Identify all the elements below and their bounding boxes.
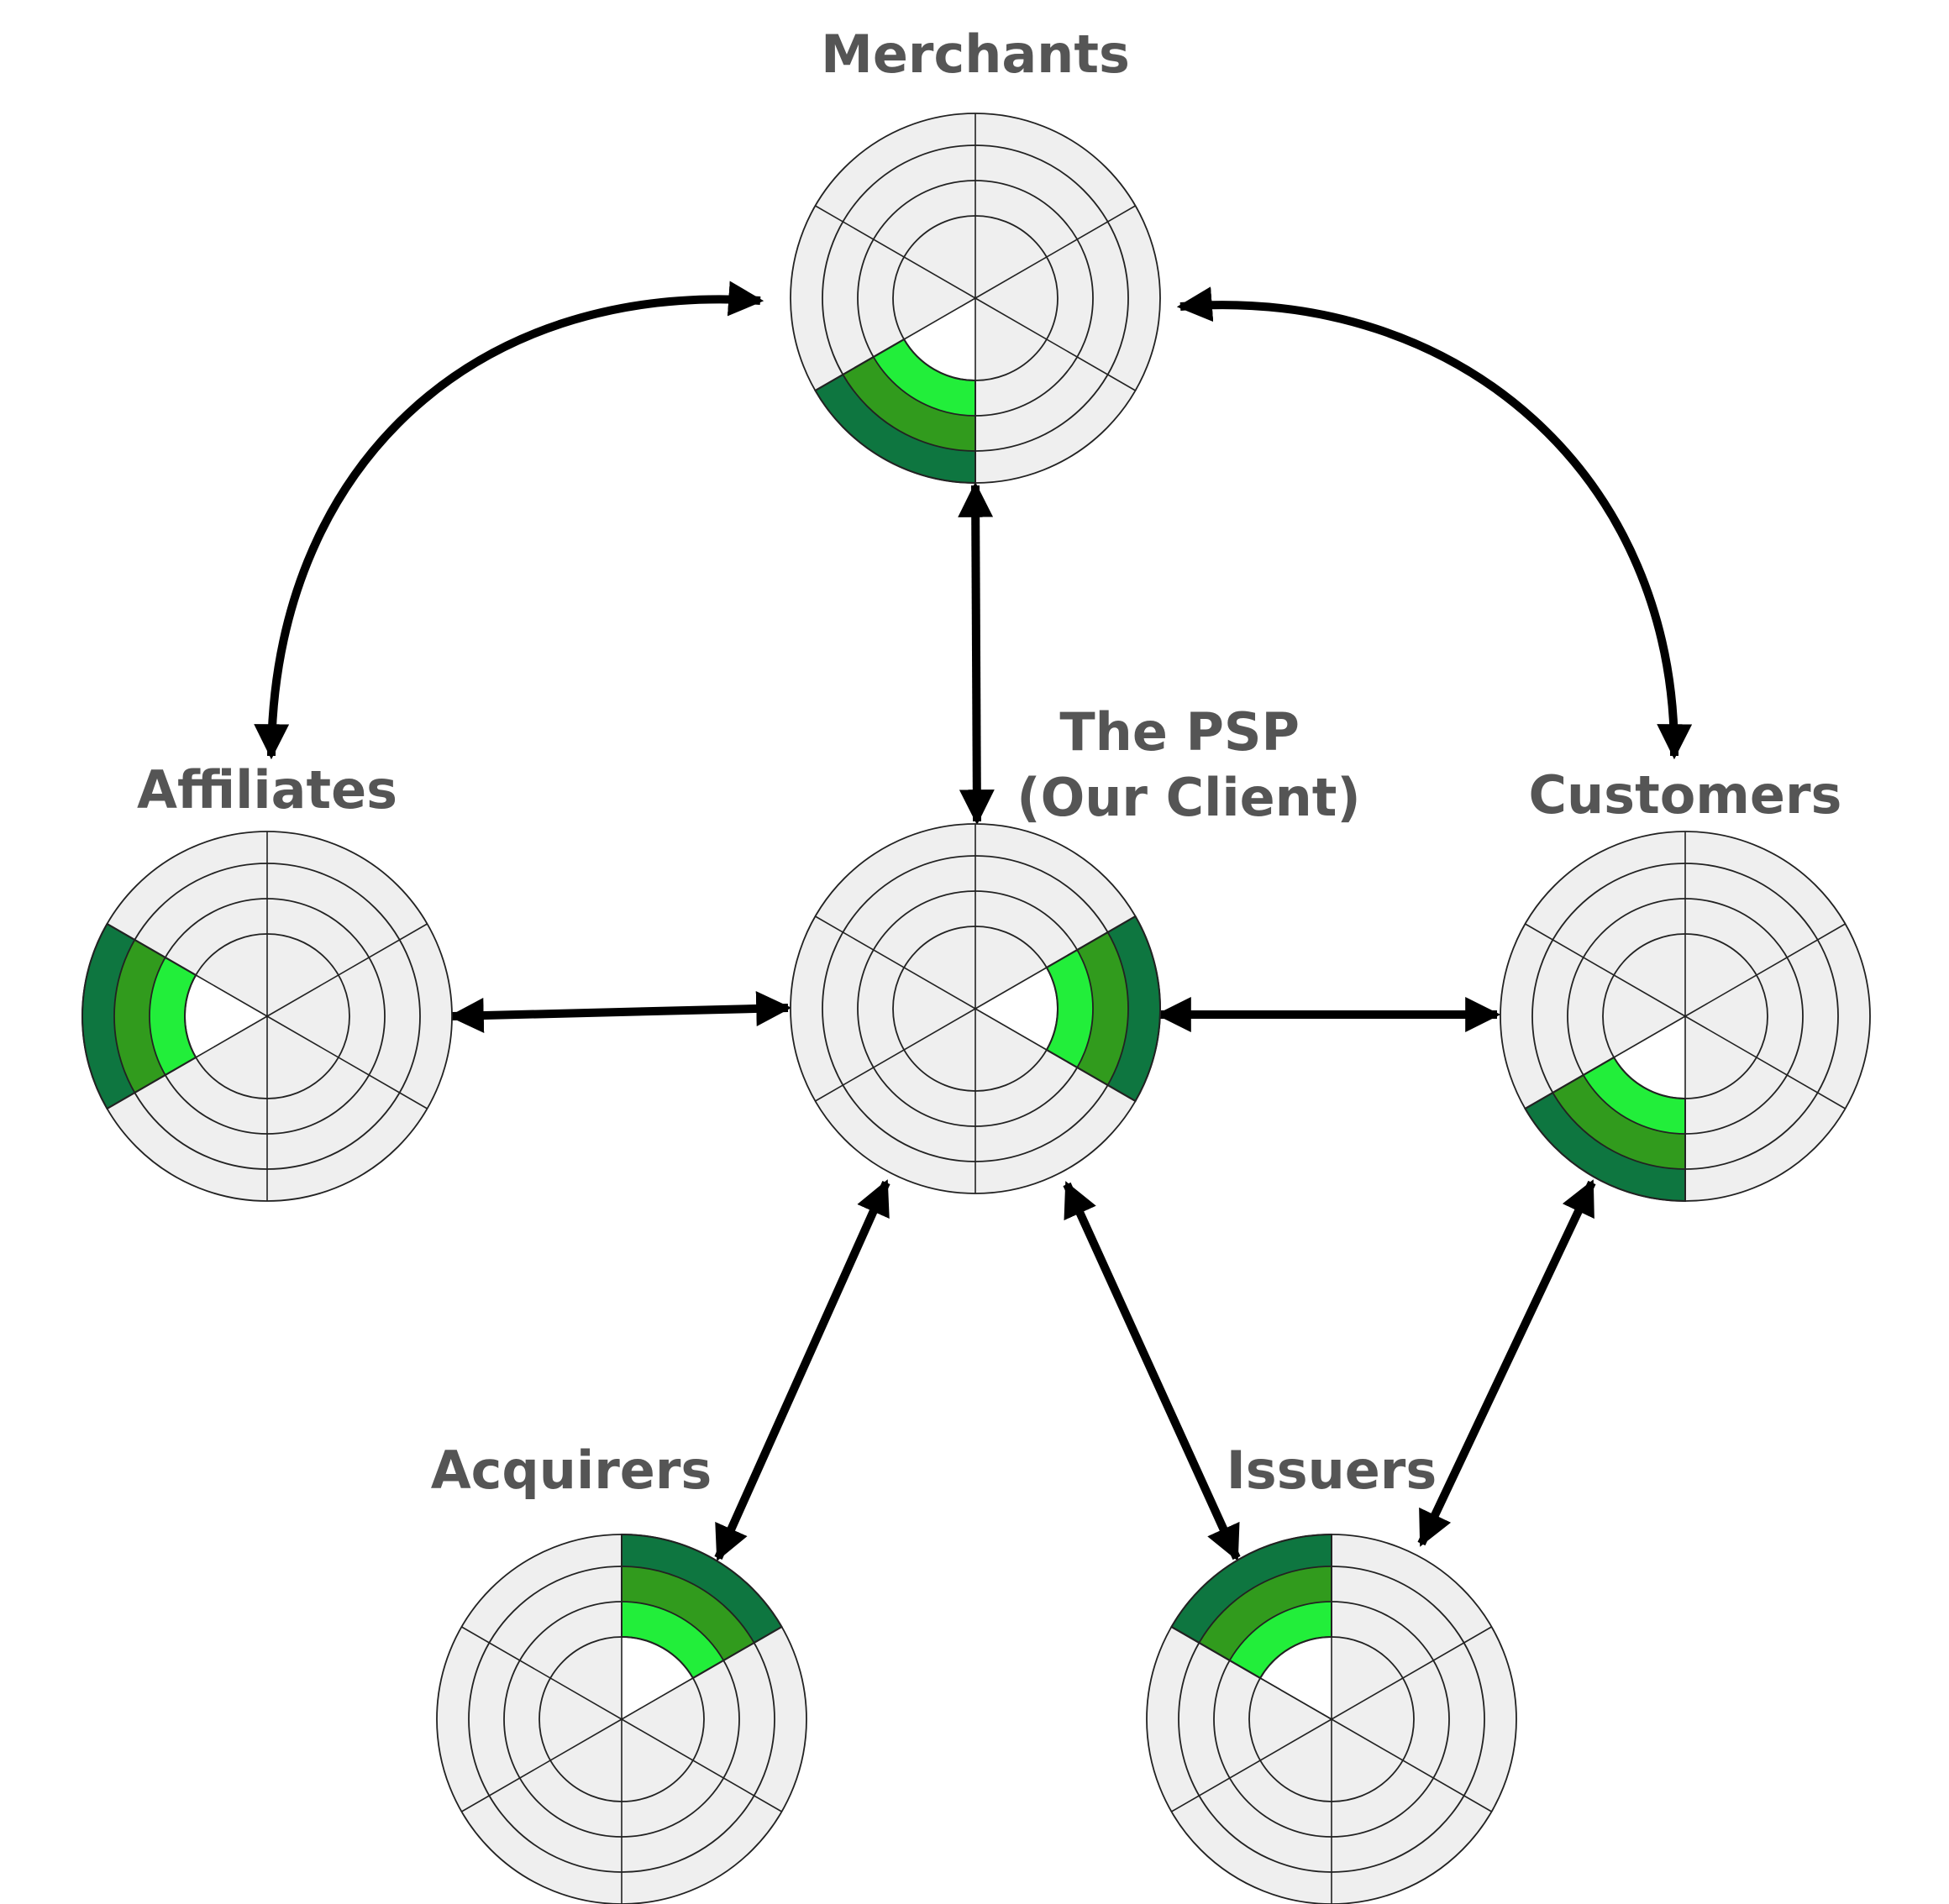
connection-psp-acquirers [714, 1179, 890, 1561]
highlight-level-1 [873, 339, 975, 416]
acquirers-radial-chart [436, 1533, 807, 1904]
customers-label-line-1: Customers [1529, 764, 1842, 826]
spoke-line [266, 1015, 428, 1109]
node-acquirers: Acquirers [431, 1440, 807, 1904]
highlight-level-3 [82, 924, 135, 1109]
psp-label: The PSP (Our Client) [1017, 701, 1361, 828]
connection-merchants-affiliates [254, 281, 764, 760]
spoke-line [1613, 1015, 1686, 1058]
connection-customers-issuers [1417, 1179, 1596, 1547]
spoke-line [815, 915, 976, 1010]
affiliates-label: Affiliates [137, 759, 397, 821]
spoke-line [975, 205, 1136, 299]
highlight-hole [185, 975, 267, 1057]
highlight-level-2 [114, 940, 165, 1093]
spoke-line [195, 974, 268, 1017]
psp-radial-chart [790, 823, 1161, 1194]
affiliates-radial-chart [81, 831, 453, 1202]
highlight-level-2 [1199, 1566, 1332, 1660]
spoke-line [903, 297, 976, 340]
spoke-line [815, 1008, 976, 1102]
psp-label-line-1: The PSP [1059, 701, 1300, 763]
node-psp: The PSP (Our Client) [790, 701, 1361, 1194]
merchants-radial-chart [790, 113, 1161, 485]
highlight-level-3 [1107, 916, 1160, 1101]
issuers-label-line-1: Issuers [1227, 1440, 1437, 1501]
psp-label-line-2: (Our Client) [1017, 767, 1361, 828]
spoke-line [1259, 1677, 1332, 1720]
affiliates-label-line-1: Affiliates [137, 759, 397, 821]
node-customers: Customers [1500, 764, 1871, 1203]
highlight-hole [975, 968, 1058, 1050]
node-affiliates: Affiliates [81, 759, 453, 1202]
connection-merchants-psp [958, 481, 995, 826]
node-merchants: Merchants [790, 24, 1161, 485]
highlight-level-1 [1229, 1602, 1332, 1678]
connections [254, 281, 1693, 1561]
connection-affiliates-psp [448, 990, 792, 1034]
highlight-level-1 [150, 957, 197, 1075]
highlight-level-2 [1077, 932, 1128, 1085]
highlight-level-1 [1583, 1057, 1685, 1134]
acquirers-label: Acquirers [431, 1440, 712, 1501]
spoke-line [461, 1626, 623, 1720]
spoke-line [1331, 1626, 1492, 1720]
ring-circle-4 [436, 1534, 807, 1904]
spoke-line [621, 1677, 694, 1720]
spoke-line [975, 297, 1136, 391]
spoke-line [195, 1015, 268, 1058]
issuers-radial-chart [1146, 1533, 1517, 1904]
spoke-line [1684, 923, 1846, 1017]
spoke-line [621, 1718, 782, 1812]
merchants-label-line-1: Merchants [821, 24, 1130, 85]
spoke-line [461, 1718, 623, 1812]
highlight-level-2 [1552, 1075, 1685, 1169]
highlight-level-1 [622, 1602, 724, 1678]
connection-merchants-customers [1176, 286, 1693, 760]
spoke-line [975, 1008, 1048, 1051]
spoke-line [1171, 1718, 1332, 1812]
spoke-line [266, 923, 428, 1017]
acquirers-label-line-1: Acquirers [431, 1440, 712, 1501]
spoke-line [815, 205, 976, 299]
connection-psp-issuers [1063, 1181, 1241, 1561]
merchants-label: Merchants [821, 24, 1130, 85]
highlight-level-1 [1046, 950, 1093, 1067]
node-issuers: Issuers [1146, 1440, 1517, 1904]
issuers-label: Issuers [1227, 1440, 1437, 1501]
customers-radial-chart [1500, 831, 1871, 1203]
customers-label: Customers [1529, 764, 1842, 826]
highlight-level-2 [843, 357, 975, 452]
spoke-line [1331, 1718, 1492, 1812]
spoke-line [1525, 923, 1686, 1017]
spoke-line [1684, 1015, 1846, 1109]
spoke-line [975, 967, 1048, 1010]
ring-circle-4 [1146, 1534, 1517, 1904]
highlight-level-2 [622, 1566, 754, 1660]
